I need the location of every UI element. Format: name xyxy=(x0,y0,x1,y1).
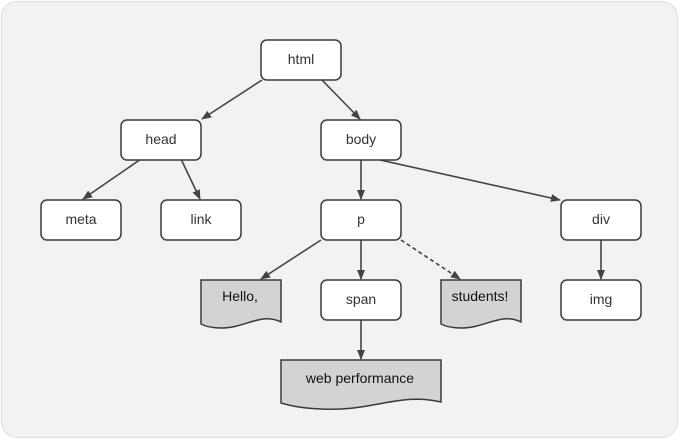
edge-p-hello xyxy=(260,239,322,280)
edges xyxy=(82,79,605,360)
node-img-label: img xyxy=(590,291,613,307)
node-div-label: div xyxy=(592,211,610,227)
node-span: span xyxy=(320,279,402,321)
node-html-label: html xyxy=(288,51,314,67)
node-meta: meta xyxy=(40,199,122,241)
node-body-label: body xyxy=(346,131,376,147)
node-div: div xyxy=(560,199,642,241)
node-head: head xyxy=(120,119,202,161)
text-node-web-performance-label: web performance xyxy=(305,370,414,386)
node-html: html xyxy=(260,39,342,81)
node-img: img xyxy=(560,279,642,321)
text-node-hello-label: Hello, xyxy=(222,288,258,304)
edge-html-head xyxy=(201,79,263,120)
text-node-hello: Hello, xyxy=(200,279,282,329)
node-meta-label: meta xyxy=(65,211,96,227)
edge-body-div xyxy=(379,159,561,202)
edge-html-body xyxy=(321,79,361,120)
node-p-label: p xyxy=(357,211,365,227)
edge-head-link xyxy=(180,158,201,200)
node-span-label: span xyxy=(346,291,376,307)
text-node-students: students! xyxy=(440,279,522,329)
text-node-web-performance: web performance xyxy=(280,359,442,411)
edge-head-meta xyxy=(82,158,142,200)
edge-p-students xyxy=(400,239,461,280)
node-body: body xyxy=(320,119,402,161)
node-p: p xyxy=(320,199,402,241)
text-node-students-label: students! xyxy=(452,288,509,304)
node-link-label: link xyxy=(190,211,212,227)
node-link: link xyxy=(160,199,242,241)
node-head-label: head xyxy=(145,131,176,147)
